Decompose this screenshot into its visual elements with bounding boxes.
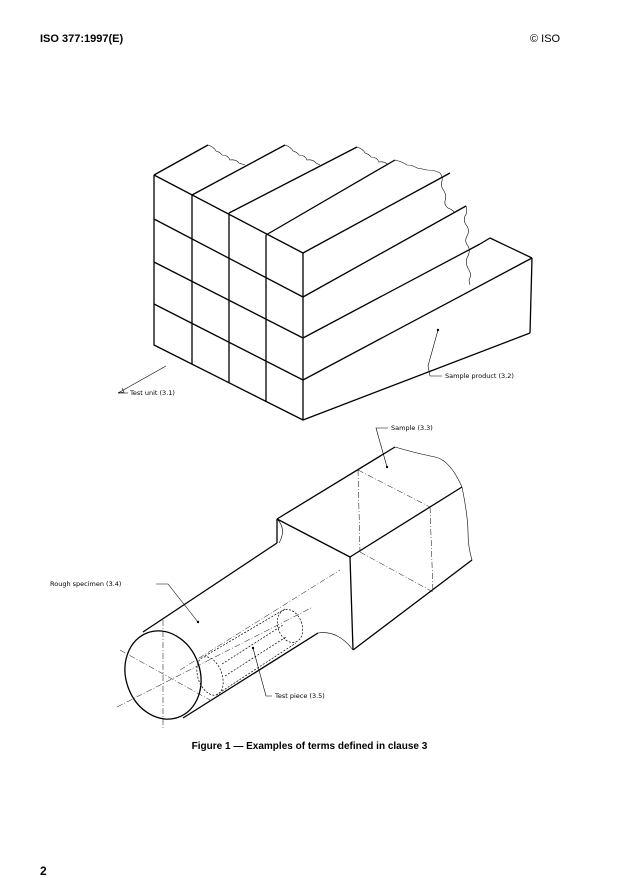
rough-specimen-label: Rough specimen (3.4) — [50, 580, 121, 588]
stacked-products-drawing — [153, 144, 533, 421]
test-unit-label: Test unit (3.1) — [129, 389, 175, 397]
figure-caption: Figure 1 — Examples of terms defined in … — [191, 741, 428, 752]
sample-label: Sample (3.3) — [391, 424, 433, 432]
document-id: ISO 377:1997(E) — [40, 33, 124, 45]
test-piece-leader — [251, 646, 272, 697]
sample-specimen-drawing — [116, 446, 473, 730]
test-unit-leader — [117, 365, 167, 394]
test-piece-label: Test piece (3.5) — [274, 692, 325, 700]
rough-specimen-leader — [156, 583, 200, 624]
page-number: 2 — [40, 864, 47, 878]
sample-product-leader — [427, 328, 442, 377]
sample-leader — [375, 427, 389, 469]
sample-product-label: Sample product (3.2) — [445, 372, 514, 380]
copyright-notice: © ISO — [530, 33, 561, 45]
